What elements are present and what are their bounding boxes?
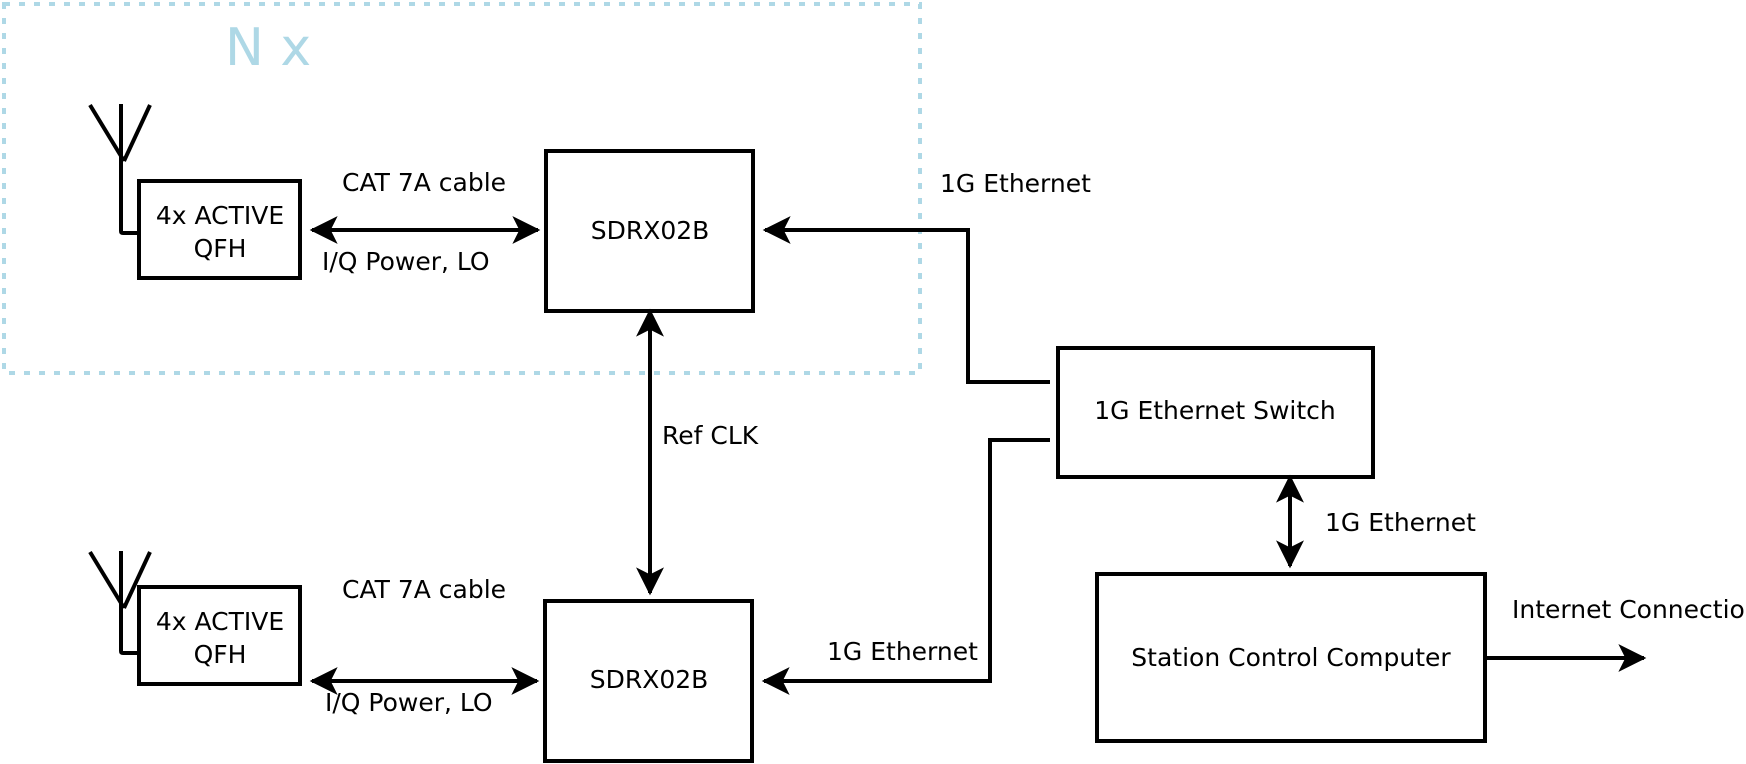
edge-label-iq-top: I/Q Power, LO bbox=[322, 247, 490, 276]
node-qfh-bottom-label-line1: 4x ACTIVE bbox=[156, 607, 284, 636]
link-sdr-top-switch bbox=[762, 216, 1050, 384]
edge-label-internet-connection: Internet Connection bbox=[1512, 595, 1746, 624]
node-sdr-top-label: SDRX02B bbox=[591, 216, 710, 245]
edge-label-cat7a-bottom: CAT 7A cable bbox=[342, 575, 506, 604]
group-label-nx: N x bbox=[225, 18, 311, 78]
node-qfh-bottom[interactable]: 4x ACTIVE QFH bbox=[137, 585, 302, 686]
node-qfh-bottom-label-line2: QFH bbox=[194, 640, 247, 669]
node-qfh-top-label-line1: 4x ACTIVE bbox=[156, 201, 284, 230]
edge-label-ref-clk: Ref CLK bbox=[662, 421, 759, 450]
edge-label-ethernet-bottom: 1G Ethernet bbox=[827, 637, 978, 666]
edge-label-ethernet-top: 1G Ethernet bbox=[940, 169, 1091, 198]
antenna-top-icon bbox=[88, 103, 152, 235]
edge-label-cat7a-top: CAT 7A cable bbox=[342, 168, 506, 197]
node-sdr-bottom[interactable]: SDRX02B bbox=[543, 599, 754, 763]
group-container-nx bbox=[2, 2, 922, 375]
node-sdr-top[interactable]: SDRX02B bbox=[544, 149, 755, 313]
node-ethernet-switch[interactable]: 1G Ethernet Switch bbox=[1056, 346, 1375, 479]
antenna-bottom-icon bbox=[88, 550, 152, 655]
edge-label-ethernet-switch-computer: 1G Ethernet bbox=[1325, 508, 1476, 537]
node-station-control-computer-label: Station Control Computer bbox=[1131, 643, 1451, 672]
link-sdr-bottom-switch bbox=[761, 438, 1050, 695]
node-sdr-bottom-label: SDRX02B bbox=[590, 665, 709, 694]
edge-label-iq-bottom: I/Q Power, LO bbox=[325, 688, 493, 717]
node-ethernet-switch-label: 1G Ethernet Switch bbox=[1094, 396, 1336, 425]
node-qfh-top-label-line2: QFH bbox=[194, 234, 247, 263]
node-qfh-top[interactable]: 4x ACTIVE QFH bbox=[137, 179, 302, 280]
node-station-control-computer[interactable]: Station Control Computer bbox=[1095, 572, 1487, 743]
